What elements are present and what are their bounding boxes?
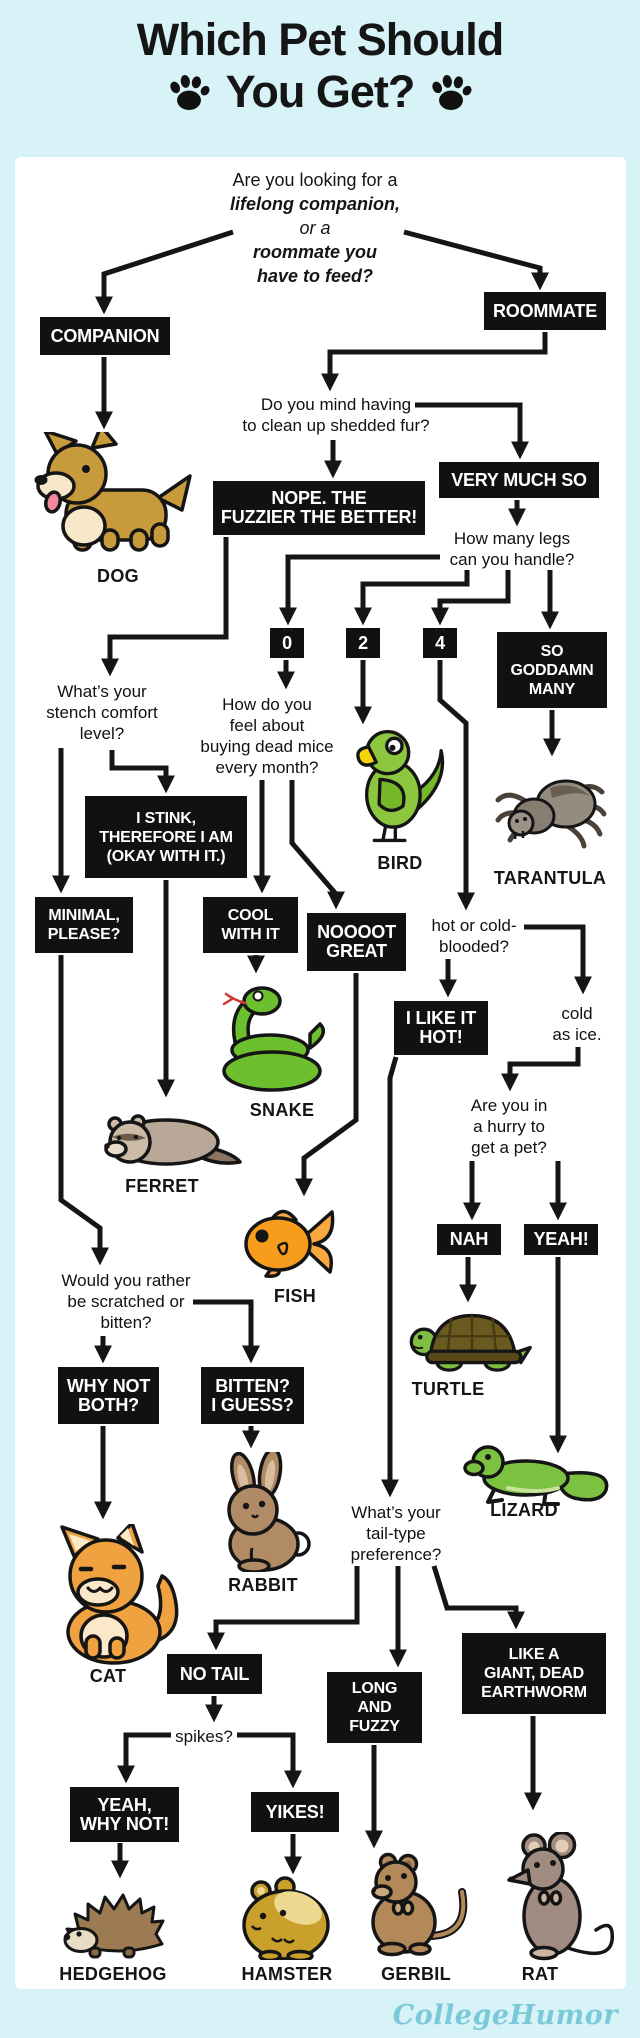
answer-nope-fuzzier: NOPE. THE FUZZIER THE BETTER! (213, 481, 425, 535)
collegehumor-logo: CollegeHumor (392, 2000, 618, 2031)
answer-so-goddamn-many: SO GODDAMN MANY (497, 632, 607, 708)
title-line-2: You Get? (225, 66, 416, 117)
question-shedded-fur: Do you mind having to clean up shedded f… (242, 395, 430, 435)
answer-four-legs: 4 (423, 628, 457, 658)
pet-label-turtle: TURTLE (411, 1379, 485, 1399)
answer-why-not-both: WHY NOT BOTH? (58, 1367, 159, 1424)
answer-yikes: YIKES! (251, 1792, 339, 1832)
dog-illustration (34, 432, 192, 552)
turtle-illustration (409, 1313, 532, 1372)
rabbit-illustration (227, 1452, 311, 1572)
pet-label-tarantula: TARANTULA (493, 868, 607, 888)
intro-line: roommate you (252, 242, 378, 262)
question-dead-mice: How do you feel about buying dead mice e… (200, 695, 334, 777)
answer-companion: COMPANION (40, 317, 170, 355)
answer-nah: NAH (437, 1224, 501, 1255)
answer-i-like-it-hot: I LIKE IT HOT! (394, 1001, 488, 1055)
title-line-2-row: You Get? (0, 66, 640, 118)
answer-giant-dead-earthworm: LIKE A GIANT, DEAD EARTHWORM (462, 1633, 606, 1714)
pet-label-lizard: LIZARD (490, 1500, 558, 1520)
intro-line: lifelong companion, (230, 194, 400, 214)
pet-label-hedgehog: HEDGEHOG (59, 1964, 167, 1984)
answer-cool-with-it: COOL WITH IT (203, 897, 298, 953)
answer-minimal-please: MINIMAL, PLEASE? (35, 897, 133, 953)
answer-yeah: YEAH! (524, 1224, 598, 1255)
pet-label-snake: SNAKE (249, 1100, 315, 1120)
cat-illustration (60, 1524, 179, 1665)
gerbil-illustration (371, 1852, 468, 1957)
tarantula-illustration (495, 779, 607, 849)
pet-label-gerbil: GERBIL (381, 1964, 451, 1984)
question-companion-or-roommate: Are you looking for a lifelong companion… (185, 168, 445, 288)
pet-label-dog: DOG (97, 566, 139, 586)
intro-line: Are you looking for a (232, 170, 398, 190)
hedgehog-illustration (63, 1893, 165, 1959)
answer-roommate: ROOMMATE (484, 292, 606, 330)
paw-icon (432, 75, 472, 110)
pet-label-cat: CAT (89, 1666, 127, 1686)
hamster-illustration (242, 1876, 330, 1960)
question-blooded: hot or cold- blooded? (431, 916, 517, 956)
pet-label-rat: RAT (521, 1964, 559, 1984)
lizard-illustration (463, 1445, 609, 1506)
answer-two-legs: 2 (346, 628, 380, 658)
snake-illustration (222, 986, 326, 1092)
question-cold-as-ice: cold as ice. (552, 1004, 602, 1044)
bird-illustration (356, 729, 445, 843)
answer-yeah-why-not: YEAH, WHY NOT! (70, 1787, 179, 1842)
ferret-illustration (104, 1114, 242, 1166)
question-scratched-or-bitten: Would you rather be scratched or bitten? (61, 1271, 191, 1332)
rat-illustration (507, 1832, 614, 1961)
question-how-many-legs: How many legs can you handle? (449, 529, 575, 569)
intro-line: have to feed? (256, 266, 374, 286)
question-stench-comfort: What’s your stench comfort level? (46, 682, 158, 743)
title-line-1: Which Pet Should (136, 14, 504, 65)
answer-zero-legs: 0 (270, 628, 304, 658)
answer-very-much-so: VERY MUCH SO (439, 462, 599, 498)
intro-line: or a (299, 218, 331, 238)
paw-icon (169, 75, 210, 110)
answer-nooot-great: NOOOOT GREAT (307, 913, 406, 971)
answer-no-tail: NO TAIL (167, 1654, 262, 1694)
page-title: Which Pet Should You Get? (0, 14, 640, 118)
question-hurry: Are you in a hurry to get a pet? (470, 1096, 548, 1157)
fish-illustration (244, 1209, 335, 1278)
answer-bitten-i-guess: BITTEN? I GUESS? (201, 1367, 304, 1424)
question-spikes: spikes? (175, 1727, 233, 1746)
pet-label-ferret: FERRET (125, 1176, 199, 1196)
pet-label-fish: FISH (273, 1286, 317, 1306)
pet-label-hamster: HAMSTER (241, 1964, 333, 1984)
pet-label-bird: BIRD (377, 853, 423, 873)
answer-long-and-fuzzy: LONG AND FUZZY (327, 1672, 422, 1743)
pet-label-rabbit: RABBIT (228, 1575, 298, 1595)
answer-i-stink: I STINK, THEREFORE I AM (OKAY WITH IT.) (85, 796, 247, 878)
question-tail-type: What’s your tail-type preference? (350, 1503, 442, 1564)
